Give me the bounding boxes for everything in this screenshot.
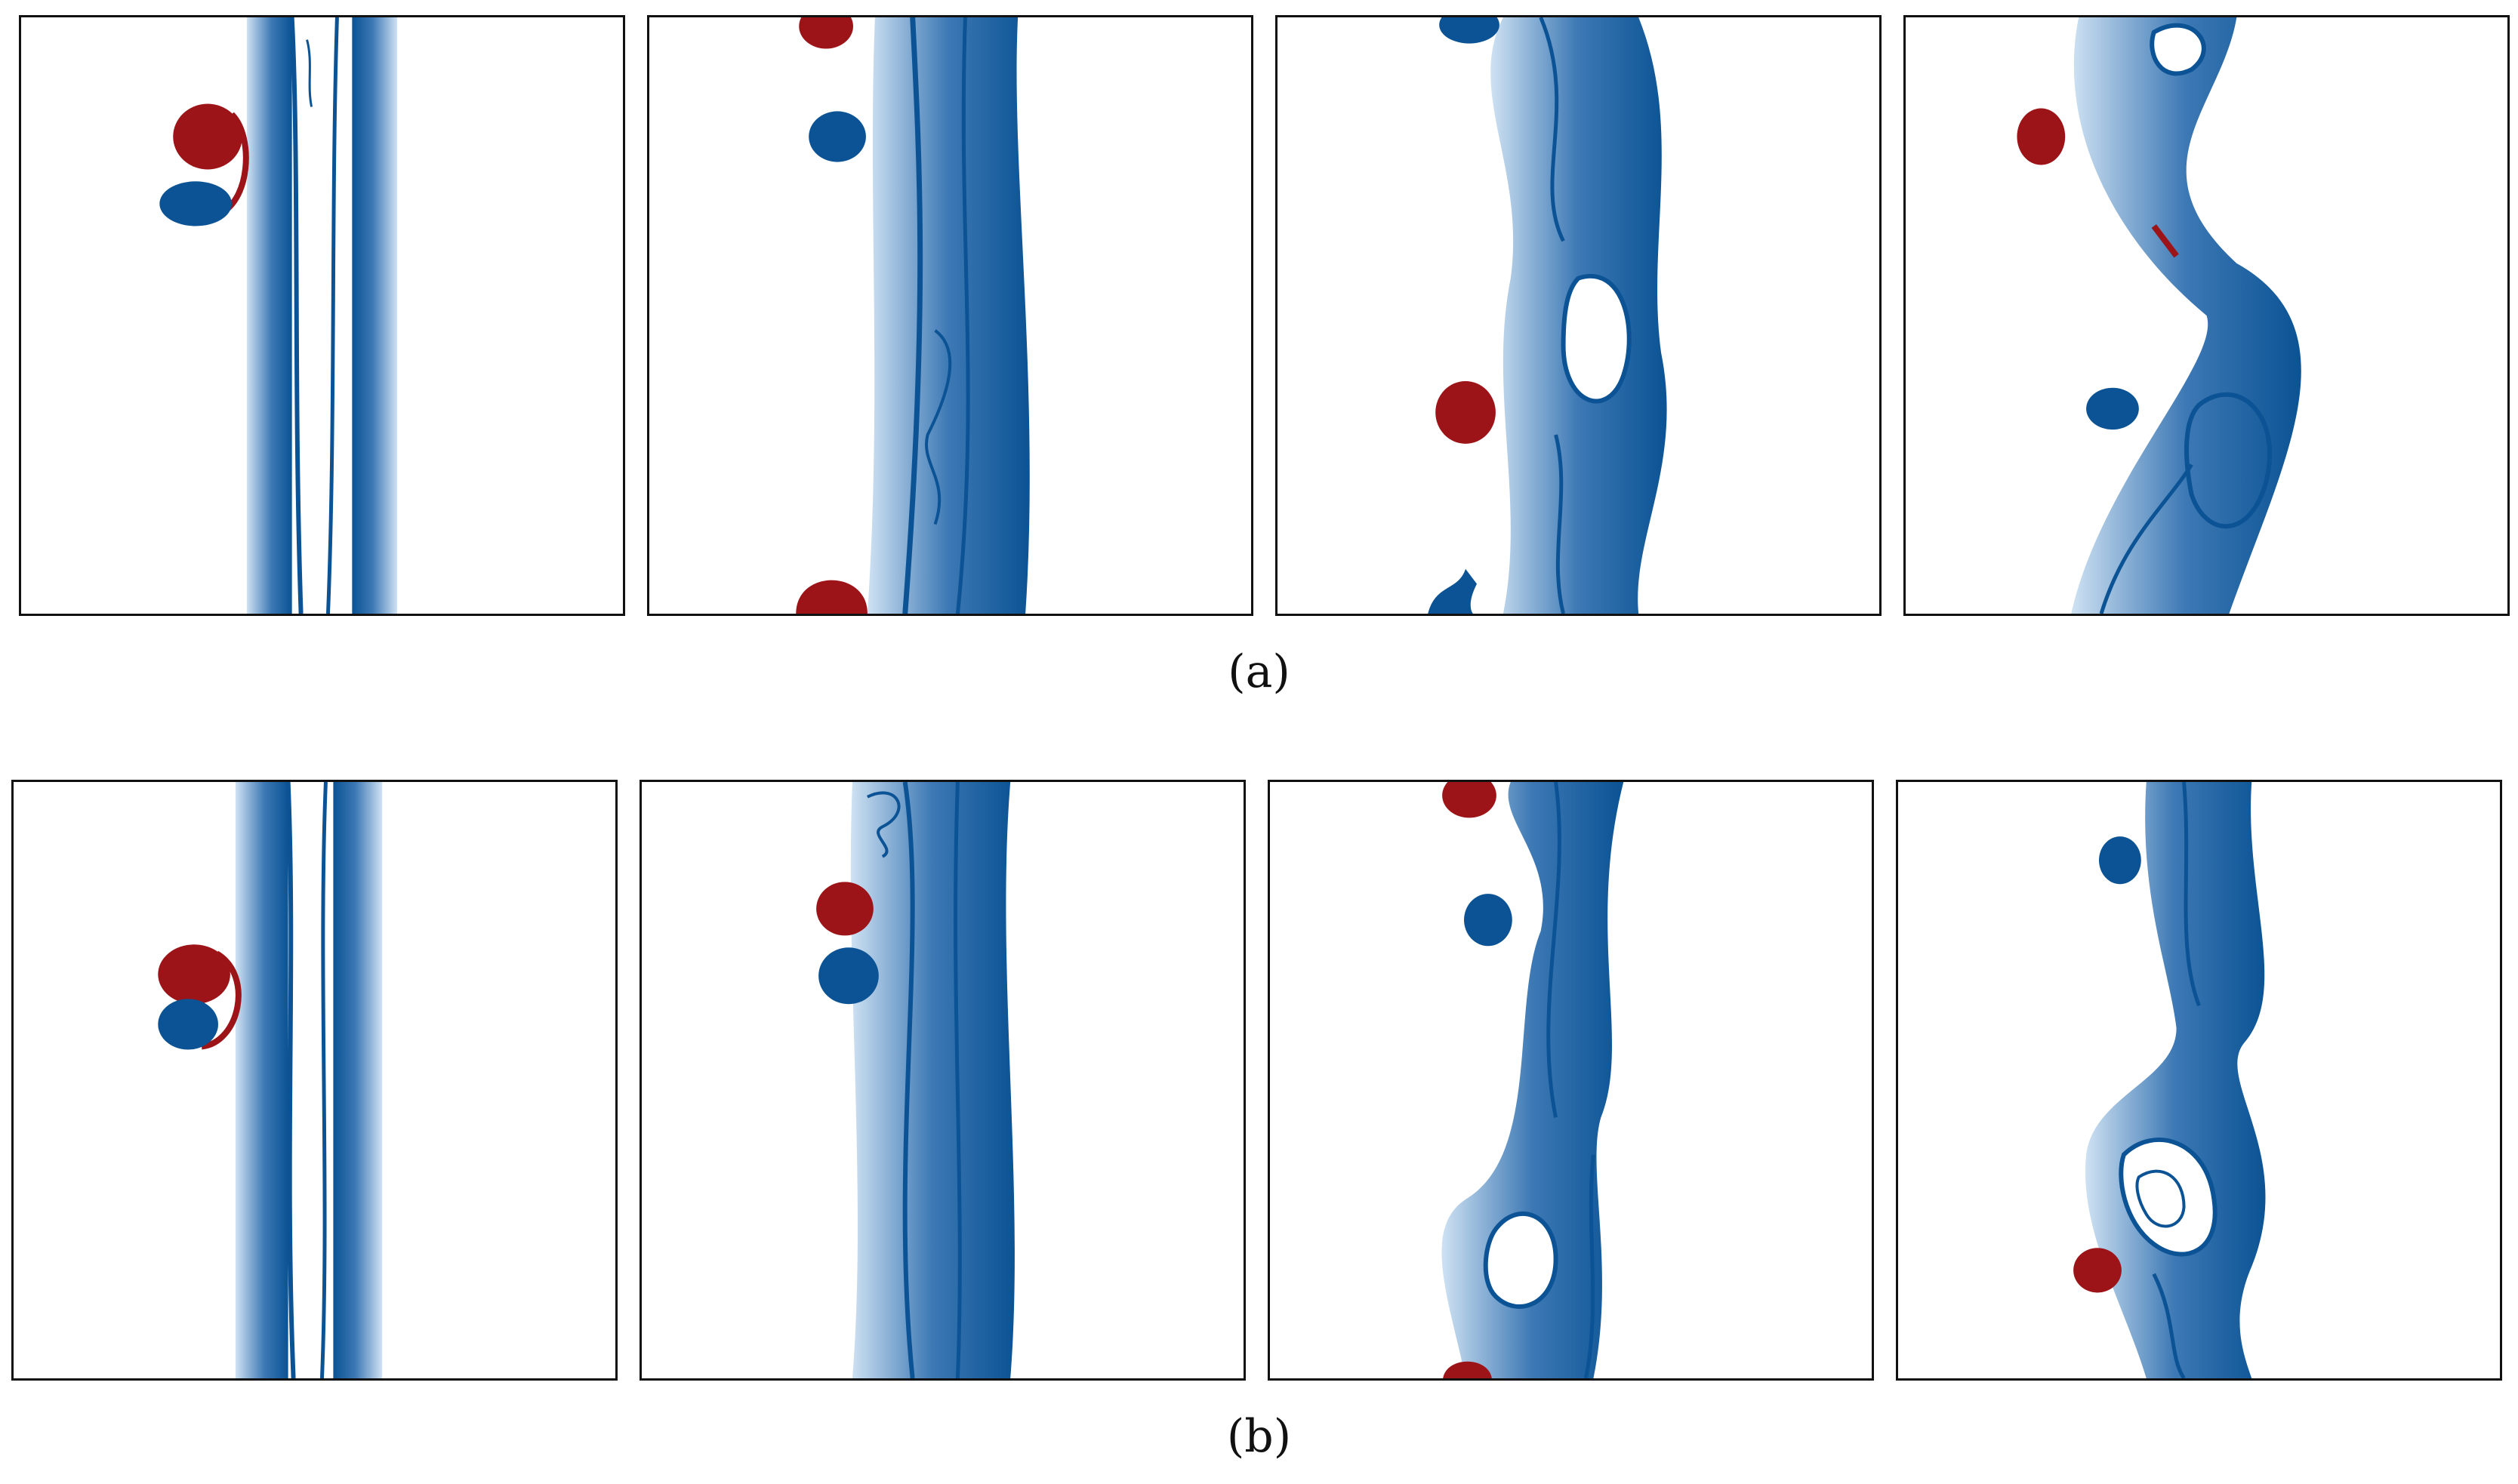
red-blob [1435, 380, 1496, 444]
red-blob-half [1443, 1361, 1492, 1378]
panel-a-4 [1903, 15, 2510, 616]
contour-line [2099, 463, 2193, 614]
contour-line [285, 782, 296, 1378]
panel-a-2-plot [796, 17, 1030, 614]
shear-band [2071, 17, 2301, 614]
panel-b-1 [11, 780, 618, 1381]
red-blob-half [796, 580, 868, 614]
shear-band-left [246, 17, 292, 614]
red-blob [816, 882, 874, 936]
caption-a: (a) [1228, 645, 1290, 698]
contour-line [1583, 1154, 1595, 1378]
contour-loop [2119, 1138, 2218, 1257]
panel-b-2-plot [816, 782, 1015, 1378]
panel-a-3-plot [1428, 17, 1667, 614]
contour-line [2182, 782, 2201, 1007]
contour-line [902, 782, 915, 1378]
panel-a-1 [19, 15, 625, 616]
shear-band-left [235, 782, 288, 1378]
panel-b-1-plot [158, 782, 383, 1378]
blue-blob [1464, 894, 1512, 947]
panel-b-4-plot [2073, 782, 2266, 1378]
contour-loop [1483, 1212, 1558, 1309]
contour-line [1539, 17, 1565, 242]
red-blob [2017, 108, 2066, 165]
blue-blob [159, 181, 232, 226]
caption-b: (b) [1226, 1410, 1292, 1463]
contour-line [319, 782, 328, 1378]
panel-a-2 [647, 15, 1253, 616]
shear-band [850, 782, 1015, 1378]
contour-line [2152, 1273, 2186, 1378]
red-blob-arc [201, 950, 242, 1050]
red-blob [2073, 1248, 2122, 1293]
shear-band-right [333, 782, 383, 1378]
panel-b-2 [640, 780, 1246, 1381]
contour-line [306, 39, 313, 107]
shear-band-right [352, 17, 398, 614]
shear-band [1441, 782, 1624, 1378]
panel-a-4-plot [2017, 17, 2301, 614]
red-blob [799, 17, 853, 49]
contour-loop [2135, 1169, 2186, 1228]
blue-blob [1439, 17, 1499, 44]
blue-blob [158, 999, 218, 1050]
contour-line [955, 17, 970, 614]
contour-curl [866, 791, 901, 858]
blue-blob [818, 947, 879, 1005]
blue-blob [809, 111, 866, 162]
contour-line [1554, 434, 1565, 614]
contour-line [954, 782, 962, 1378]
blue-blob [2086, 387, 2139, 430]
shear-band [867, 17, 1030, 614]
panel-a-3 [1275, 15, 1882, 616]
red-fragment [2151, 224, 2179, 258]
contour-line [289, 17, 304, 614]
panel-b-4 [1896, 780, 2502, 1381]
contour-curl [925, 329, 952, 525]
red-blob [173, 103, 242, 170]
red-blob [1442, 782, 1496, 818]
panel-b-3 [1268, 780, 1874, 1381]
contour-loop [2150, 23, 2206, 76]
shear-band [2085, 782, 2266, 1378]
panel-b-3-plot [1441, 782, 1624, 1378]
contour-loop [1561, 274, 1632, 404]
contour-line [1546, 782, 1561, 1118]
contour-loop [2184, 392, 2273, 529]
contour-line [902, 17, 923, 614]
contour-line [325, 17, 339, 614]
red-blob [158, 944, 230, 1005]
blue-blob [2098, 836, 2141, 885]
blue-fragment [1428, 568, 1478, 614]
panel-a-1-plot [159, 17, 398, 614]
